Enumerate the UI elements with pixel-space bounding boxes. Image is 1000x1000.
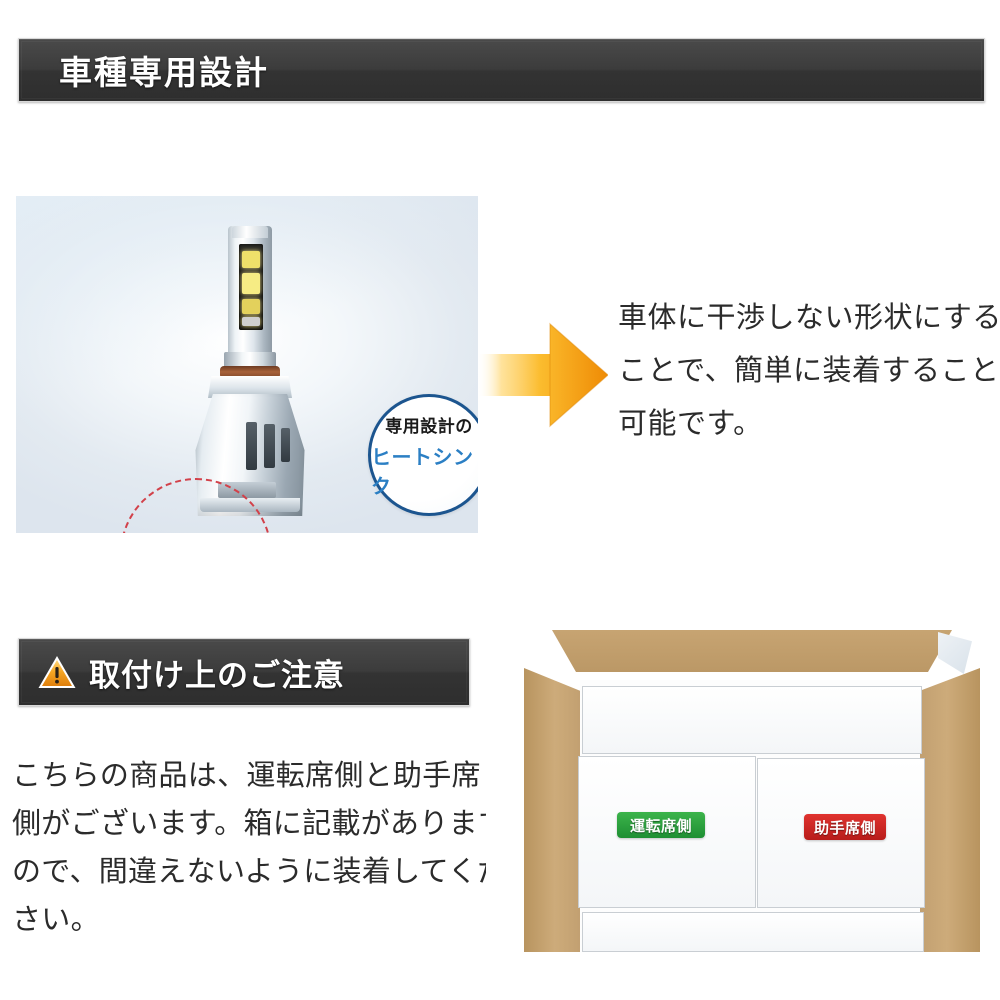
bulb-flange	[208, 376, 292, 398]
design-description-line: 車体に干渉しない形状にする	[618, 302, 1000, 334]
led-chip	[242, 251, 260, 268]
design-description-line: ことで、簡単に装着することが	[618, 355, 1000, 387]
carton-flap-right	[920, 668, 980, 952]
badge-line1: 専用設計の	[385, 416, 473, 436]
carton-flap-corner	[938, 632, 972, 674]
bulb-stem-cap	[232, 226, 268, 238]
caution-description-line: こちらの商品は、運転席側と助手席	[12, 760, 481, 792]
section-header-design-title: 車種専用設計	[59, 54, 269, 91]
heat-sink-badge: 専用設計の ヒートシンク	[368, 394, 478, 516]
passenger-side-label: 助手席側	[804, 814, 886, 840]
inner-white-box	[582, 686, 922, 754]
led-bulb-photo: 専用設計の ヒートシンク	[16, 196, 478, 533]
led-chip	[242, 273, 260, 294]
heat-sink-fin	[281, 428, 290, 462]
carton-flap-left	[524, 668, 580, 952]
caution-description: こちらの商品は、運転席側と助手席 側がございます。箱に記載があります ので、間違…	[12, 752, 508, 944]
bulb-collar	[224, 352, 276, 368]
heat-sink-fin	[264, 424, 275, 468]
design-description: 車体に干渉しない形状にする ことで、簡単に装着することが 可能です。	[618, 292, 1000, 451]
badge-line2: ヒートシンク	[371, 446, 474, 498]
design-description-line: 可能です。	[618, 408, 763, 440]
caution-description-line: ので、間違えないように装着してくだ	[12, 856, 507, 888]
led-bulb-illustration	[184, 226, 478, 516]
section-header-caution: 取付け上のご注意	[18, 638, 470, 706]
right-arrow-icon	[478, 322, 609, 428]
led-chip-window	[239, 244, 263, 330]
led-chip	[242, 299, 260, 314]
heat-sink-fin	[246, 422, 257, 470]
bulb-o-ring	[220, 366, 280, 379]
caution-description-line: さい。	[12, 904, 100, 936]
led-chip	[242, 317, 260, 326]
carton-flap-top	[552, 630, 952, 672]
section-header-caution-title: 取付け上のご注意	[89, 657, 345, 693]
inner-white-box	[582, 912, 924, 952]
warning-triangle-icon	[38, 656, 76, 688]
driver-side-label: 運転席側	[617, 812, 705, 838]
section-header-design: 車種専用設計	[18, 38, 985, 102]
packaging-box-photo: 運転席側 助手席側	[486, 622, 1000, 952]
caution-description-line: 側がございます。箱に記載があります	[12, 808, 508, 840]
